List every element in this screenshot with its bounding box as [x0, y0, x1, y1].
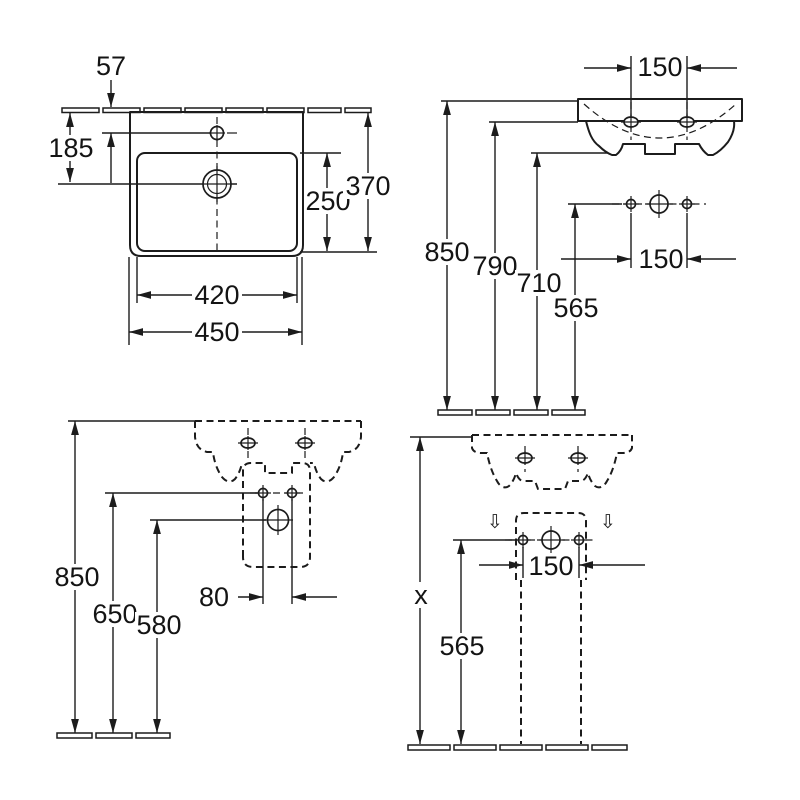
floor-line-pedestal — [407, 744, 628, 751]
down-arrow-icon: ⇩ — [600, 511, 616, 533]
front-view: 150 850 790 710 565 150 — [423, 52, 743, 416]
svg-text:580: 580 — [136, 610, 181, 640]
svg-text:650: 650 — [92, 599, 137, 629]
svg-text:150: 150 — [637, 52, 682, 82]
pedestal-hidden-outline — [520, 580, 582, 744]
dim-label-565-front: 565 — [552, 293, 600, 323]
svg-text:450: 450 — [194, 317, 239, 347]
svg-text:57: 57 — [96, 51, 126, 81]
dim-label-150-fixing: 150 — [635, 52, 685, 82]
dim-label-80: 80 — [196, 582, 232, 612]
dim-label-370: 370 — [343, 171, 393, 201]
svg-text:150: 150 — [638, 244, 683, 274]
dim-label-850-rear: 850 — [53, 562, 101, 592]
dim-label-580: 580 — [135, 610, 183, 640]
basin-body-front — [585, 120, 736, 156]
drain-hole — [202, 166, 232, 202]
dim-label-565-pedestal: 565 — [438, 631, 486, 661]
rear-view: 850 650 580 80 — [53, 420, 362, 739]
wall-line — [61, 107, 372, 114]
dim-label-450: 450 — [192, 317, 242, 347]
connection-zone-pedestal — [515, 512, 587, 580]
svg-text:80: 80 — [199, 582, 229, 612]
dim-label-420: 420 — [192, 280, 242, 310]
floor-line-front — [437, 409, 586, 416]
svg-text:150: 150 — [528, 551, 573, 581]
svg-text:710: 710 — [516, 268, 561, 298]
top-view: 57 185 250 370 420 450 — [46, 51, 393, 347]
dim-label-x: x — [411, 580, 431, 610]
svg-text:790: 790 — [472, 251, 517, 281]
bowl-hidden-curve — [583, 103, 737, 139]
connection-holes-front — [612, 190, 706, 218]
basin-hidden-outline-pedestal — [471, 434, 633, 490]
fixing-holes-rear — [238, 428, 315, 462]
svg-text:185: 185 — [48, 133, 93, 163]
dim-label-185: 185 — [46, 133, 96, 163]
svg-text:x: x — [414, 580, 428, 610]
svg-text:850: 850 — [54, 562, 99, 592]
dim-label-150-pedestal: 150 — [526, 551, 576, 581]
dim-label-57: 57 — [93, 51, 129, 81]
basin-rim-front — [577, 98, 743, 122]
svg-text:420: 420 — [194, 280, 239, 310]
dim-label-710: 710 — [515, 268, 563, 298]
dim-label-650: 650 — [91, 599, 139, 629]
fixing-holes-front — [621, 102, 697, 140]
dim-label-790: 790 — [471, 251, 519, 281]
dim-label-850-front: 850 — [423, 237, 471, 267]
connection-holes-rear — [250, 485, 306, 535]
basin-hidden-outline-rear — [194, 420, 362, 483]
fixing-holes-pedestal — [515, 446, 588, 472]
connection-holes-pedestal — [505, 526, 597, 554]
svg-text:565: 565 — [553, 293, 598, 323]
basin-outer-outline — [129, 111, 304, 257]
svg-text:850: 850 — [424, 237, 469, 267]
svg-text:370: 370 — [345, 171, 390, 201]
dim-label-150-connection: 150 — [636, 244, 686, 274]
tap-hole — [209, 125, 237, 141]
floor-line-rear — [56, 732, 171, 739]
pedestal-view: ⇩ ⇩ — [407, 434, 645, 751]
svg-text:565: 565 — [439, 631, 484, 661]
connection-zone-rear — [242, 462, 311, 568]
down-arrow-icon: ⇩ — [487, 511, 503, 533]
